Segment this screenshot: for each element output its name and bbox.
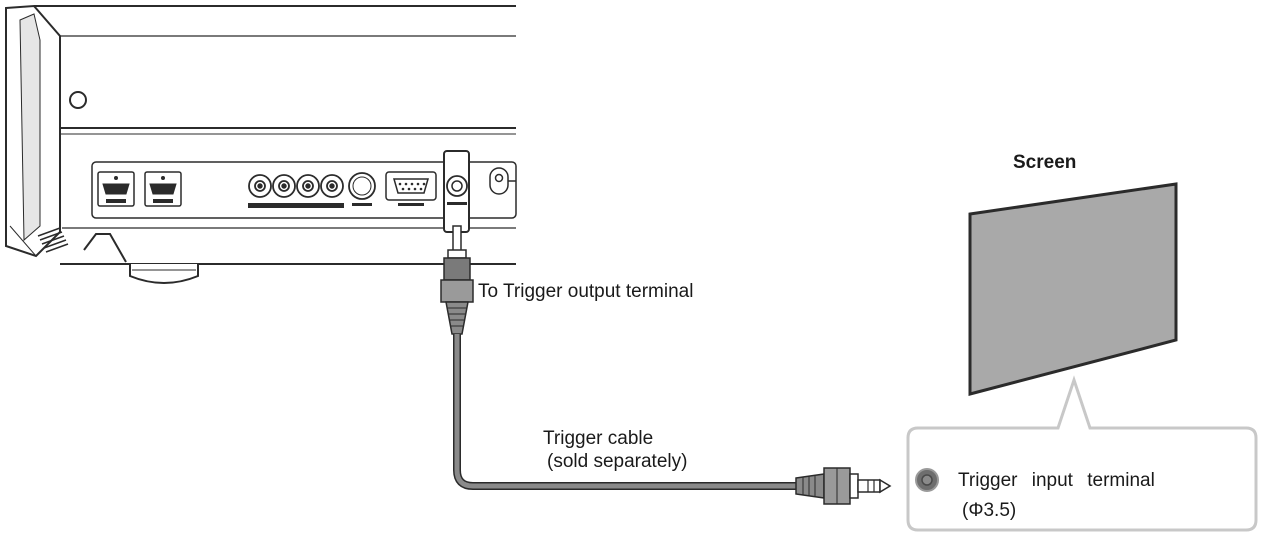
trigger-input-size-label: (Φ3.5) <box>962 500 1017 521</box>
rca-jack-icon <box>272 174 296 208</box>
switch-icon <box>489 167 516 195</box>
svideo-port-icon <box>348 172 376 206</box>
trigger-cable <box>440 225 892 505</box>
rca-jack-icon <box>248 174 272 208</box>
hdmi-port-icon <box>97 171 135 207</box>
trigger-cable-label: Trigger cable <box>543 428 654 449</box>
trigger-jack-icon <box>443 150 470 233</box>
rca-jack-icon <box>320 174 344 208</box>
sold-separately-label: (sold separately) <box>547 451 688 472</box>
trigger-output-label: To Trigger output terminal <box>478 281 694 302</box>
hdmi-port-icon <box>144 171 182 207</box>
screen-label: Screen <box>1013 152 1077 173</box>
trigger-input-jack-icon <box>915 468 939 492</box>
rca-jack-icon <box>296 174 320 208</box>
trigger-input-label: Trigger input terminal <box>958 470 1155 491</box>
trigger-input-callout <box>906 375 1258 532</box>
serial-port-icon <box>385 171 437 206</box>
projector-illustration <box>5 4 517 284</box>
screen-icon <box>968 182 1178 396</box>
